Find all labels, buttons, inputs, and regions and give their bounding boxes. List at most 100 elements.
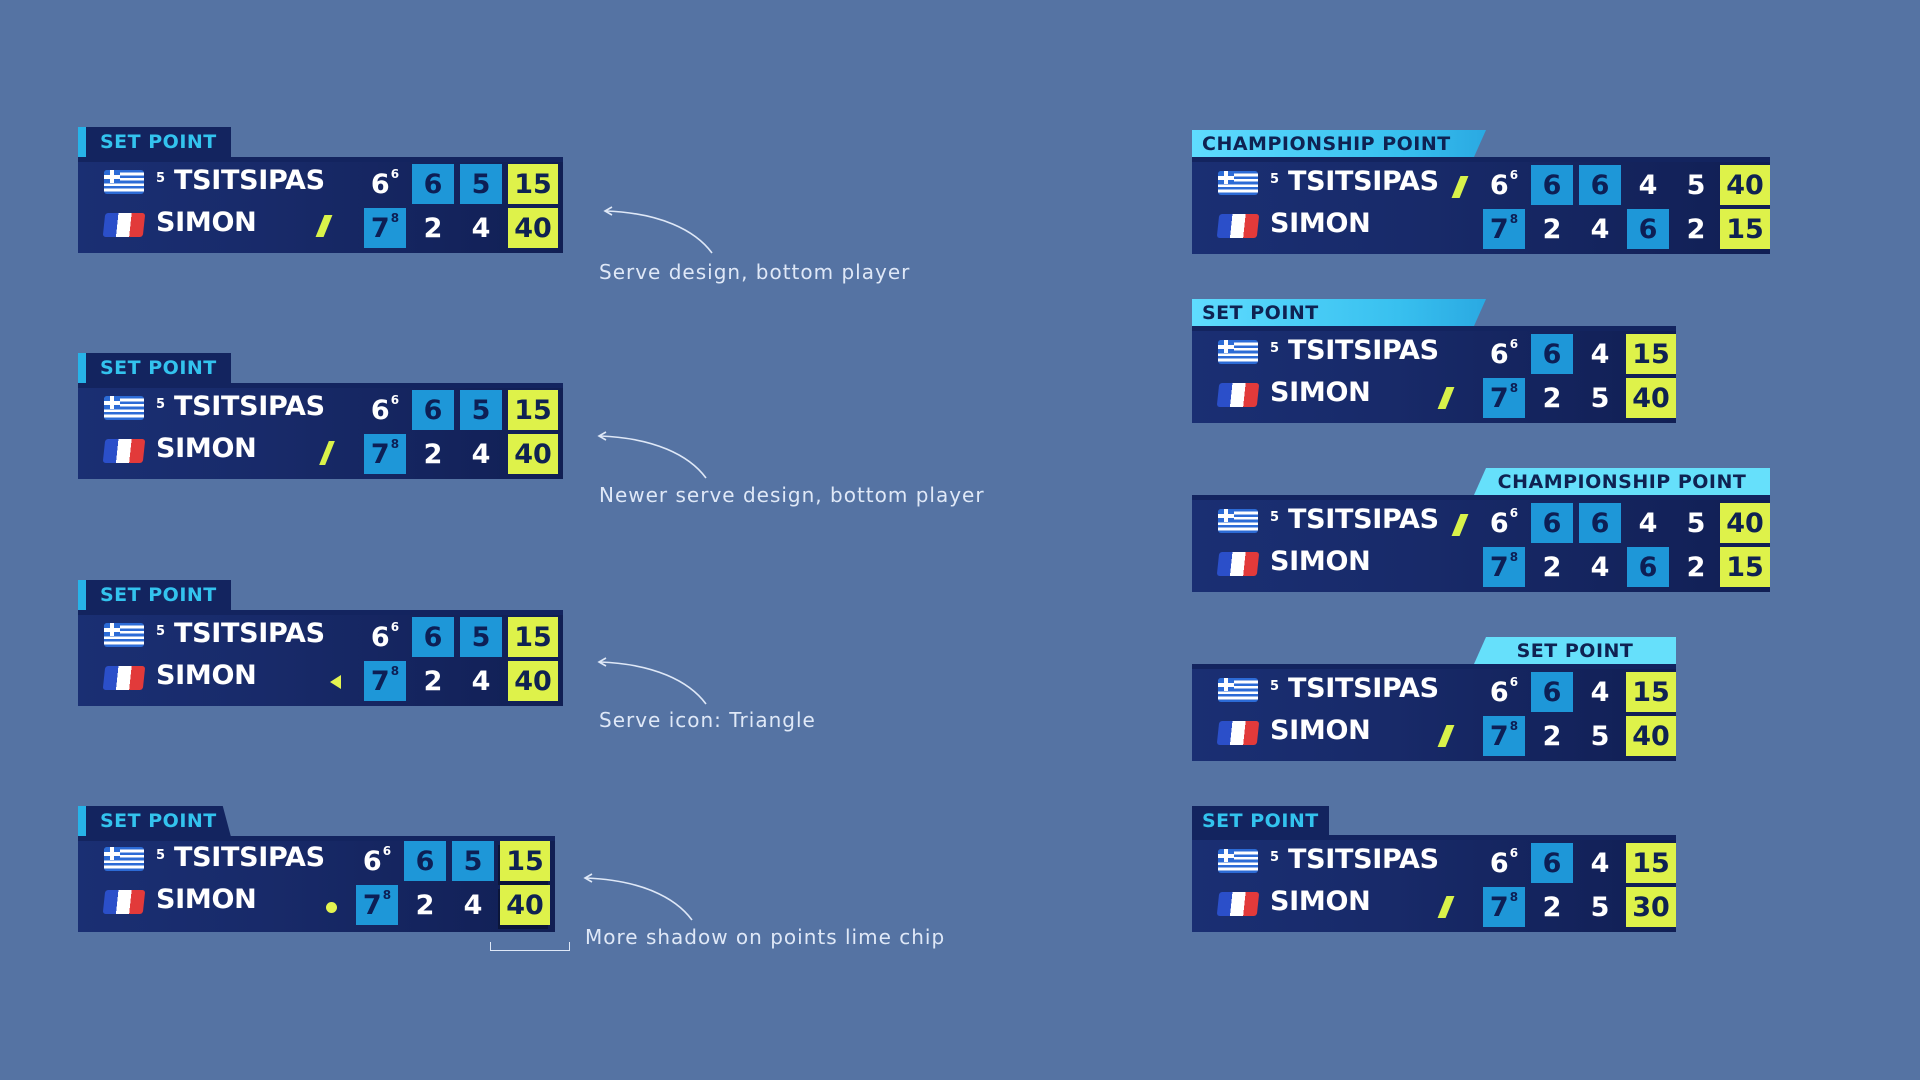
player-name-bottom: SIMON bbox=[1270, 715, 1371, 746]
set2-score-top: 6 bbox=[412, 164, 454, 204]
set2-score-bottom: 2 bbox=[423, 438, 443, 470]
set5-score-bottom: 2 bbox=[1686, 213, 1706, 245]
player-seed: 5 bbox=[1270, 850, 1280, 865]
player-seed: 5 bbox=[156, 624, 166, 639]
greece-flag-icon bbox=[1218, 849, 1258, 873]
points-top: 40 bbox=[1720, 503, 1770, 543]
player-name-bottom: SIMON bbox=[156, 884, 257, 915]
set3-score-bottom: 4 bbox=[471, 438, 491, 470]
player-name-bottom: SIMON bbox=[1270, 208, 1371, 239]
set-point-tag: SET POINT bbox=[78, 353, 231, 383]
bracket-marker bbox=[490, 942, 570, 951]
france-flag-icon bbox=[1216, 892, 1260, 916]
set3-score-bottom: 5 bbox=[1590, 891, 1610, 923]
france-flag-icon bbox=[102, 666, 146, 690]
greece-flag-icon bbox=[1218, 340, 1258, 364]
set5-score-top: 5 bbox=[1686, 169, 1706, 201]
set3-score-top: 5 bbox=[460, 164, 502, 204]
set2-score-top: 6 bbox=[412, 390, 454, 430]
set4-score-top: 4 bbox=[1638, 169, 1658, 201]
points-top: 40 bbox=[1720, 165, 1770, 205]
player-name-top: TSITSIPAS bbox=[1288, 844, 1439, 875]
set2-score-bottom: 2 bbox=[1542, 213, 1562, 245]
france-flag-icon bbox=[1216, 214, 1260, 238]
score-panel bbox=[1192, 495, 1770, 592]
player-name-top: TSITSIPAS bbox=[1288, 335, 1439, 366]
greece-flag-icon bbox=[1218, 509, 1258, 533]
set2-score-bottom: 2 bbox=[423, 212, 443, 244]
greece-flag-icon bbox=[1218, 171, 1258, 195]
set3-score-bottom: 4 bbox=[471, 665, 491, 697]
set3-score-bottom: 5 bbox=[1590, 382, 1610, 414]
set3-score-top: 4 bbox=[1590, 847, 1610, 879]
serve-triangle-icon bbox=[330, 675, 341, 689]
annotation-arrow-icon bbox=[583, 873, 693, 921]
points-bottom: 40 bbox=[500, 885, 550, 925]
points-top: 15 bbox=[1626, 334, 1676, 374]
championship-point-tag: CHAMPIONSHIP POINT bbox=[1192, 130, 1486, 157]
player-name-bottom: SIMON bbox=[1270, 546, 1371, 577]
annotation-arrow-icon bbox=[597, 657, 707, 705]
score-panel bbox=[1192, 664, 1676, 761]
set4-score-bottom: 6 bbox=[1627, 209, 1669, 249]
player-name-top: TSITSIPAS bbox=[1288, 166, 1439, 197]
set2-score-bottom: 2 bbox=[1542, 720, 1562, 752]
player-name-bottom: SIMON bbox=[1270, 377, 1371, 408]
set2-score-top: 6 bbox=[1531, 334, 1573, 374]
set5-score-bottom: 2 bbox=[1686, 551, 1706, 583]
points-bottom: 40 bbox=[508, 208, 558, 248]
set2-score-top: 6 bbox=[412, 617, 454, 657]
points-bottom: 15 bbox=[1720, 209, 1770, 249]
set2-score-bottom: 2 bbox=[1542, 551, 1562, 583]
player-name-bottom: SIMON bbox=[156, 207, 257, 238]
points-top: 15 bbox=[508, 390, 558, 430]
set2-score-bottom: 2 bbox=[1542, 891, 1562, 923]
player-name-top: TSITSIPAS bbox=[1288, 504, 1439, 535]
player-seed: 5 bbox=[1270, 510, 1280, 525]
set2-score-bottom: 2 bbox=[423, 665, 443, 697]
score-panel bbox=[1192, 326, 1676, 423]
greece-flag-icon bbox=[104, 623, 144, 647]
player-name-top: TSITSIPAS bbox=[174, 391, 325, 422]
france-flag-icon bbox=[102, 439, 146, 463]
annotation-text: More shadow on points lime chip bbox=[585, 925, 946, 949]
score-panel bbox=[1192, 835, 1676, 932]
points-top: 15 bbox=[500, 841, 550, 881]
set3-score-top: 5 bbox=[460, 390, 502, 430]
points-top: 15 bbox=[1626, 843, 1676, 883]
player-seed: 5 bbox=[156, 397, 166, 412]
set2-score-top: 6 bbox=[1531, 165, 1573, 205]
set3-score-top: 5 bbox=[452, 841, 494, 881]
set-point-tag: SET POINT bbox=[1192, 806, 1329, 835]
france-flag-icon bbox=[102, 890, 146, 914]
player-name-bottom: SIMON bbox=[156, 660, 257, 691]
france-flag-icon bbox=[1216, 383, 1260, 407]
greece-flag-icon bbox=[104, 170, 144, 194]
player-seed: 5 bbox=[156, 171, 166, 186]
set2-score-top: 6 bbox=[1531, 503, 1573, 543]
player-seed: 5 bbox=[1270, 172, 1280, 187]
points-bottom: 15 bbox=[1720, 547, 1770, 587]
set4-score-top: 4 bbox=[1638, 507, 1658, 539]
points-top: 15 bbox=[1626, 672, 1676, 712]
player-name-bottom: SIMON bbox=[156, 433, 257, 464]
player-name-top: TSITSIPAS bbox=[174, 165, 325, 196]
greece-flag-icon bbox=[1218, 678, 1258, 702]
annotation-arrow-icon bbox=[597, 431, 707, 479]
